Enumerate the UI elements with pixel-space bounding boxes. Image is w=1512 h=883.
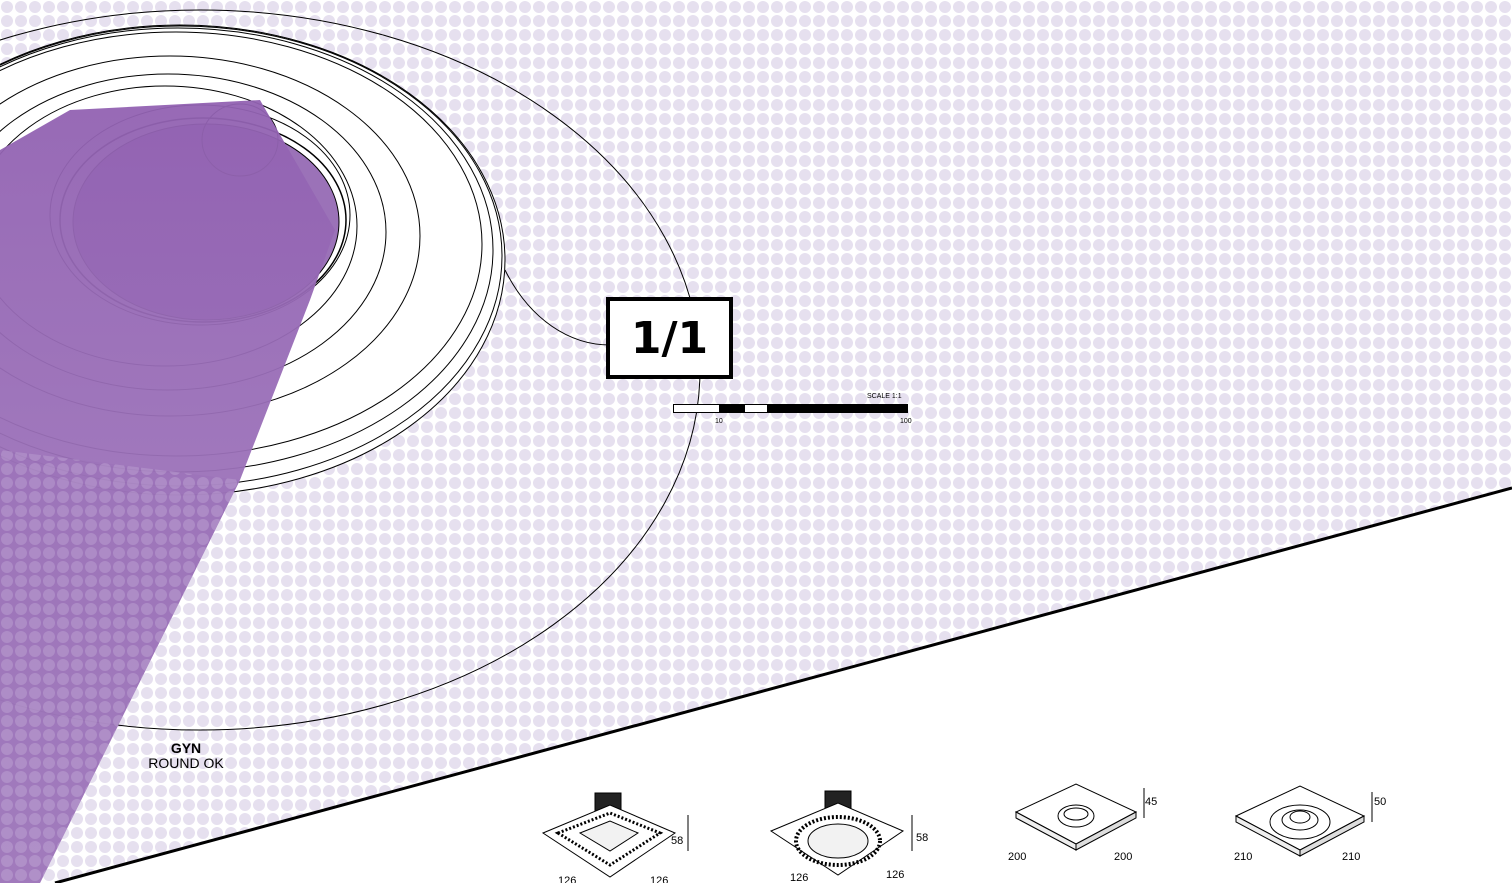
dim-width: 126	[558, 875, 577, 883]
scale-bar-segment-filled	[768, 404, 908, 413]
fixture-plaster-square-drawing	[1014, 783, 1145, 851]
thumbnail-round-ring: 58 126 126	[768, 785, 928, 883]
dim-width: 126	[790, 872, 809, 883]
scale-bar-segment-filled	[720, 404, 744, 413]
fixture-square-frame-drawing	[541, 792, 689, 878]
dim-height: 50	[1374, 796, 1387, 808]
scale-badge-label: 1/1	[630, 312, 709, 364]
scale-bar-segment-empty	[673, 404, 720, 413]
dim-width: 200	[1008, 851, 1027, 863]
dim-height: 58	[916, 832, 929, 844]
light-beam	[0, 100, 335, 883]
dim-height: 58	[671, 835, 684, 847]
product-label: GYN ROUND OK	[130, 741, 242, 771]
scale-badge: 1/1	[606, 297, 733, 379]
thumbnail-plaster-square: 45 200 200	[1008, 778, 1168, 876]
scale-bar-title: SCALE 1:1	[867, 393, 902, 400]
section-divider-line	[54, 486, 1512, 883]
scale-tick-10: 10	[715, 418, 723, 425]
thumbnail-plaster-round: 50 210 210	[1232, 778, 1392, 876]
dim-height: 45	[1145, 796, 1158, 808]
product-name: GYN	[170, 740, 202, 756]
product-subtitle: ROUND OK	[148, 755, 224, 771]
scale-bar: SCALE 1:1 10 100	[673, 393, 918, 433]
fixture-round-ring-drawing	[769, 790, 913, 876]
dim-depth: 126	[886, 869, 905, 881]
dim-depth: 210	[1342, 851, 1361, 863]
dim-depth: 200	[1114, 851, 1133, 863]
dim-depth: 126	[650, 875, 669, 883]
thumbnail-square-frame: 58 126 126	[540, 785, 700, 883]
scale-bar-segment-empty	[744, 404, 768, 413]
scale-tick-100: 100	[900, 418, 912, 425]
fixture-plaster-round-drawing	[1234, 785, 1373, 857]
dim-width: 210	[1234, 851, 1253, 863]
